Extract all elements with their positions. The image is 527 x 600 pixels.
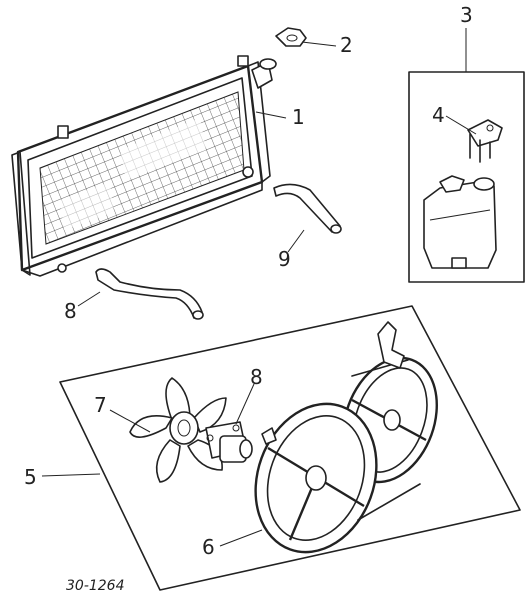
leader-7 [109, 409, 151, 433]
fan-assembly-panel [59, 305, 521, 591]
lower-hose [95, 268, 204, 320]
callout-9: 9 [278, 247, 291, 271]
reservoir-tank [423, 175, 497, 269]
figure-code: 30-1264 [66, 578, 125, 594]
reservoir-bracket [467, 119, 503, 163]
leader-8a [77, 291, 101, 307]
fan-shroud [254, 321, 438, 554]
leader-2 [301, 41, 337, 47]
leader-9 [287, 229, 305, 253]
callout-5: 5 [24, 465, 37, 489]
radiator-tab-icon [57, 125, 69, 139]
leader-8b [235, 383, 255, 425]
radiator-cap [275, 27, 307, 47]
fan-hub-icon [169, 411, 199, 445]
callout-8-hose: 8 [64, 299, 77, 323]
leader-5 [41, 473, 101, 477]
filler-neck-icon [259, 58, 277, 70]
callout-1: 1 [292, 105, 305, 129]
callout-2: 2 [340, 33, 353, 57]
leader-6 [219, 529, 263, 547]
leader-1 [255, 111, 287, 119]
callout-8-motor: 8 [250, 365, 263, 389]
leader-4 [445, 115, 477, 135]
reservoir-box [408, 71, 525, 283]
callout-3: 3 [460, 3, 473, 27]
callout-7: 7 [94, 393, 107, 417]
shroud-hub-icon [305, 465, 327, 491]
radiator [11, 55, 277, 277]
fan-blade [129, 377, 227, 483]
reservoir-cap-icon [473, 177, 495, 191]
callout-6: 6 [202, 535, 215, 559]
callout-4: 4 [432, 103, 445, 127]
leader-lines [41, 28, 477, 547]
fan-motor [205, 421, 253, 463]
upper-hose [273, 183, 342, 234]
